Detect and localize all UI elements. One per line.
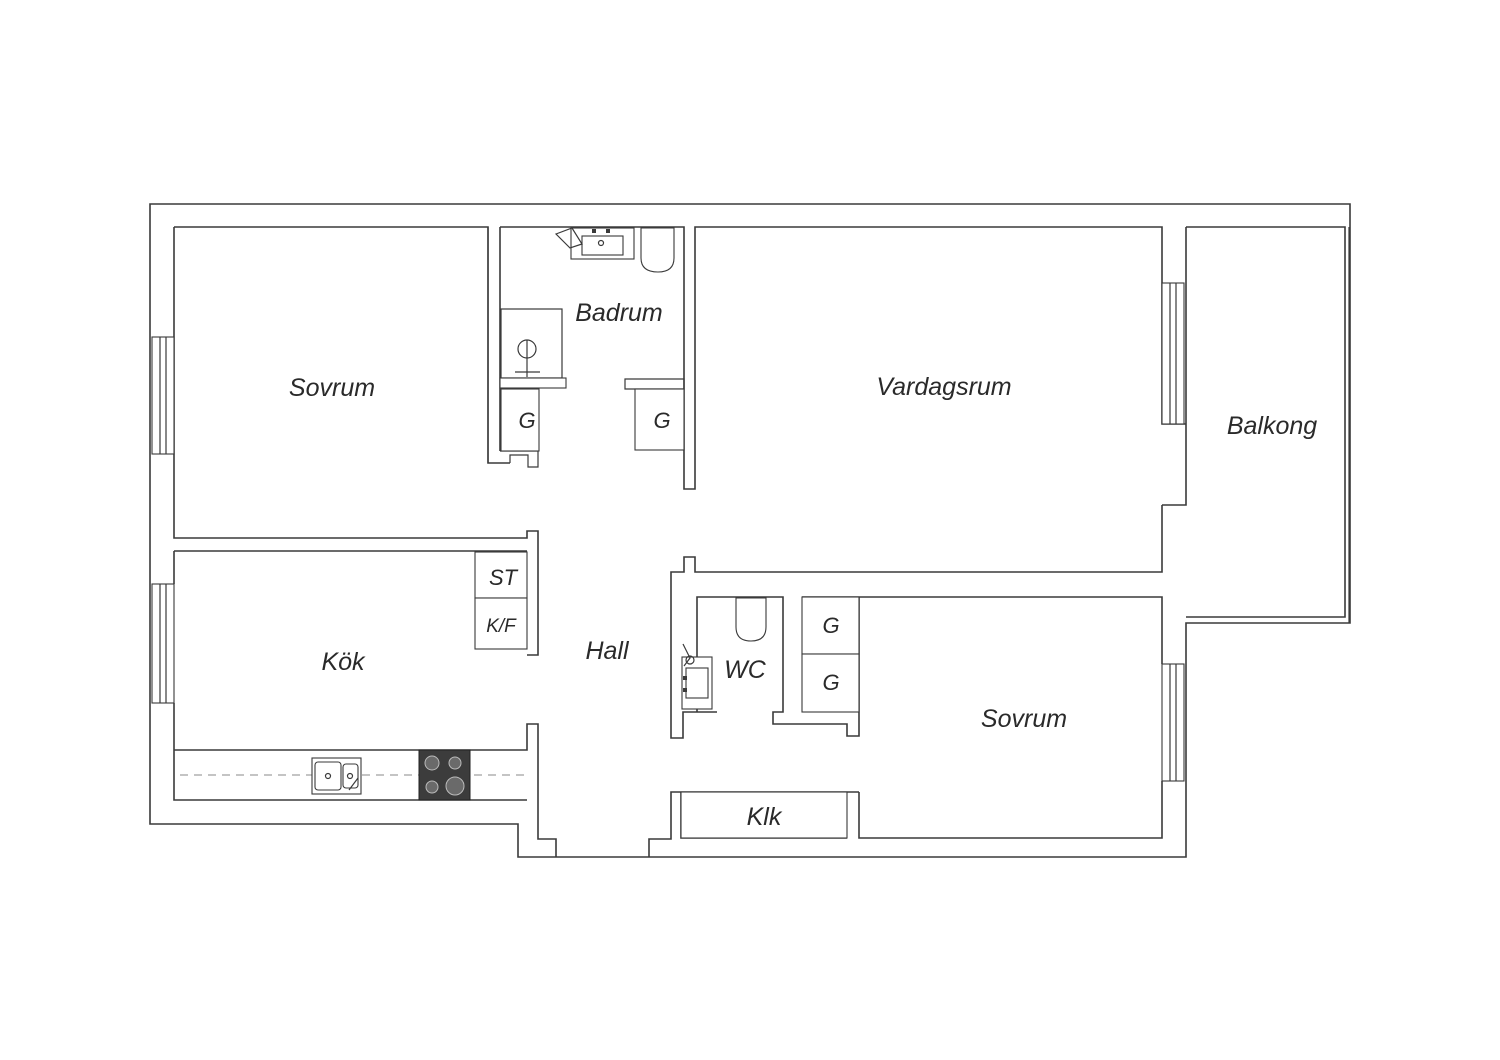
label-g-4: G (822, 670, 839, 695)
closet-klk (680, 791, 848, 839)
label-badrum: Badrum (575, 299, 663, 327)
label-hall: Hall (585, 637, 630, 665)
label-wc: WC (724, 656, 767, 684)
label-g-1: G (518, 408, 535, 433)
bathroom-toilet (640, 227, 675, 273)
stove (418, 749, 471, 801)
label-g-2: G (653, 408, 670, 433)
windows (151, 282, 1185, 782)
wardrobe-g-2 (634, 388, 685, 451)
label-kf: K/F (486, 616, 517, 637)
outer-wall (149, 203, 1351, 858)
right-bedroom-walls (648, 596, 1163, 857)
label-sovrum-bottom: Sovrum (981, 705, 1067, 733)
label-g-3: G (822, 613, 839, 638)
label-sovrum-top: Sovrum (289, 374, 375, 402)
label-balkong: Balkong (1227, 412, 1317, 440)
bathroom-walls (499, 226, 1163, 490)
wardrobe-g-1 (500, 388, 540, 452)
wardrobe-g-3 (801, 596, 860, 655)
label-vardagsrum: Vardagsrum (876, 373, 1011, 401)
label-kok: Kök (321, 648, 366, 676)
wc-sink (681, 643, 713, 710)
fridge-freezer-kf (474, 597, 528, 650)
label-st: ST (489, 565, 519, 590)
kitchen-walls (173, 550, 557, 857)
label-klk: Klk (747, 803, 783, 831)
kitchen-sink (311, 757, 362, 795)
balcony (1186, 226, 1346, 618)
wardrobe-g-4 (801, 653, 860, 713)
storage-st (474, 551, 528, 599)
wc-toilet (735, 597, 767, 642)
shower (499, 308, 567, 389)
bathroom-sink (554, 227, 635, 260)
